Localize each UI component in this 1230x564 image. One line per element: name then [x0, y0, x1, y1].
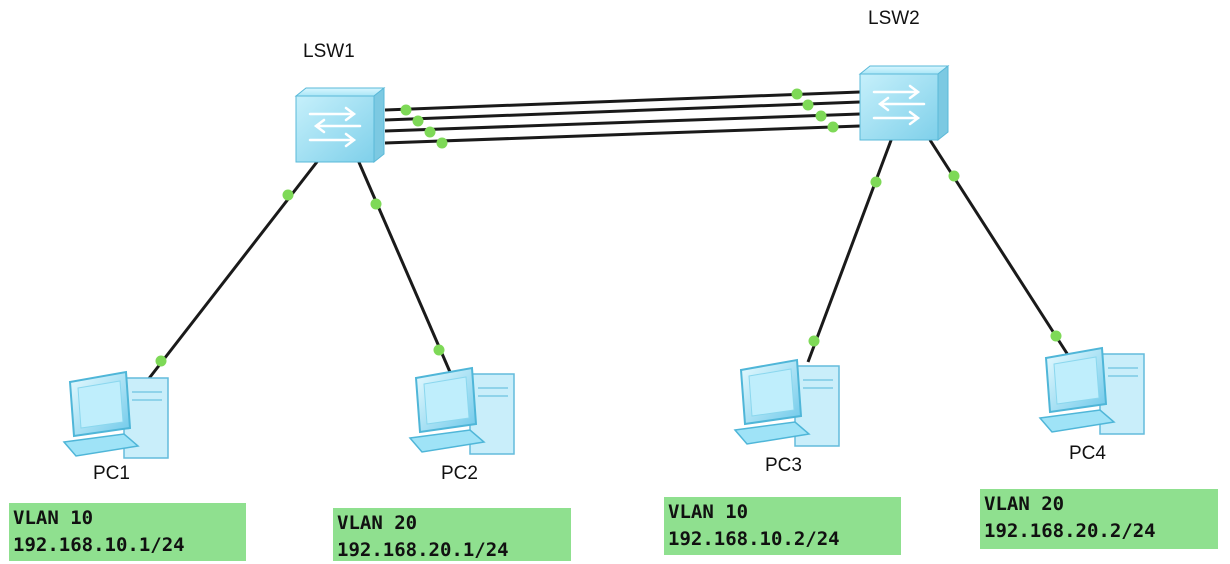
pc2-label: PC2 [441, 463, 478, 484]
port-dot [282, 189, 294, 201]
port-dot [436, 137, 448, 149]
pc-icon[interactable] [733, 358, 840, 447]
note-pc4[interactable]: VLAN 20 192.168.20.2/24 [980, 489, 1218, 549]
pc-icon[interactable] [408, 366, 515, 455]
link-lsw2-pc3[interactable] [806, 134, 895, 363]
link-lsw1-lsw2-4[interactable] [384, 124, 861, 145]
switch-icon[interactable] [294, 86, 386, 164]
note-ip: 192.168.10.2/24 [668, 528, 840, 550]
note-ip: 192.168.20.1/24 [337, 539, 509, 561]
port-indicators [155, 88, 1062, 367]
port-dot [808, 335, 820, 347]
port-dot [412, 115, 424, 127]
port-dot [424, 126, 436, 138]
lsw2-label: LSW2 [868, 8, 920, 29]
port-dot [802, 99, 814, 111]
port-dot [1050, 330, 1062, 342]
port-dot [870, 176, 882, 188]
link-lsw1-lsw2-2[interactable] [384, 100, 861, 122]
pc1-label: PC1 [93, 463, 130, 484]
note-ip: 192.168.20.2/24 [984, 520, 1156, 542]
note-pc3[interactable]: VLAN 10 192.168.10.2/24 [664, 497, 901, 555]
note-vlan: VLAN 20 [984, 493, 1065, 515]
pc3-label: PC3 [765, 455, 802, 476]
port-dot [370, 198, 382, 210]
note-pc2[interactable]: VLAN 20 192.168.20.1/24 [333, 508, 571, 561]
link-lsw1-lsw2-3[interactable] [384, 112, 861, 133]
note-vlan: VLAN 20 [337, 512, 418, 534]
port-dot [827, 121, 839, 133]
port-dot [400, 104, 412, 116]
port-dot [815, 110, 827, 122]
pc-icon[interactable] [1038, 346, 1145, 435]
port-dot [433, 344, 445, 356]
pc4-label: PC4 [1069, 443, 1106, 464]
lsw1-label: LSW1 [303, 41, 355, 62]
link-lsw1-pc2[interactable] [356, 159, 452, 373]
port-dot [155, 355, 167, 367]
note-vlan: VLAN 10 [668, 501, 749, 523]
note-vlan: VLAN 10 [13, 507, 94, 529]
port-dot [791, 88, 803, 100]
pc-icon[interactable] [62, 370, 169, 459]
link-lsw1-pc1[interactable] [145, 157, 322, 382]
switch-icon[interactable] [858, 64, 950, 142]
port-dot [948, 170, 960, 182]
note-ip: 192.168.10.1/24 [13, 534, 185, 556]
link-lsw1-lsw2-1[interactable] [384, 90, 861, 112]
note-pc1[interactable]: VLAN 10 192.168.10.1/24 [9, 503, 246, 561]
